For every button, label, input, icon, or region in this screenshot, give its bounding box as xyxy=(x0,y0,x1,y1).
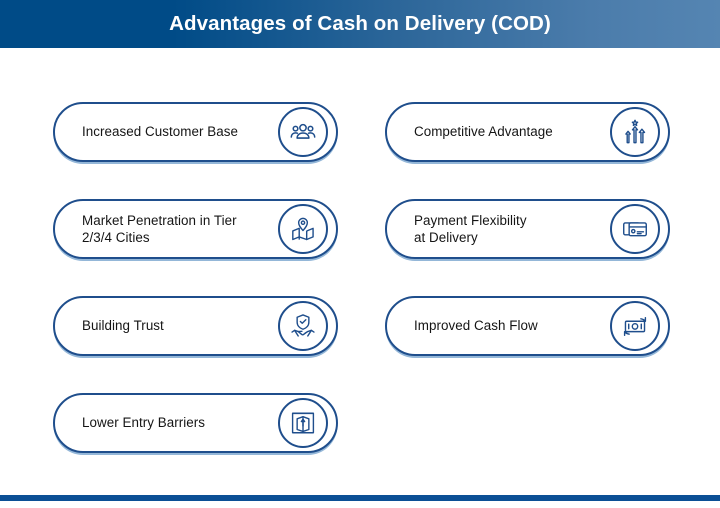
card-lower-entry-barriers[interactable]: Lower Entry Barriers xyxy=(53,393,338,453)
card-label: Lower Entry Barriers xyxy=(82,415,206,431)
open-door-icon xyxy=(278,398,328,448)
card-label: Market Penetration in Tier 2/3/4 Cities xyxy=(82,212,237,246)
card-label: Building Trust xyxy=(82,318,164,334)
credit-cards-icon xyxy=(610,204,660,254)
card-building-trust[interactable]: Building Trust xyxy=(53,296,338,356)
card-improved-cash-flow[interactable]: Improved Cash Flow xyxy=(385,296,670,356)
card-label: Payment Flexibility at Delivery xyxy=(414,212,527,246)
card-label: Competitive Advantage xyxy=(414,124,553,140)
card-payment-flexibility[interactable]: Payment Flexibility at Delivery xyxy=(385,199,670,259)
map-pin-icon xyxy=(278,204,328,254)
card-competitive-advantage[interactable]: Competitive Advantage xyxy=(385,102,670,162)
card-market-penetration[interactable]: Market Penetration in Tier 2/3/4 Cities xyxy=(53,199,338,259)
growth-arrows-icon xyxy=(610,107,660,157)
users-group-icon xyxy=(278,107,328,157)
card-label: Increased Customer Base xyxy=(82,124,238,140)
banknote-cycle-icon xyxy=(610,301,660,351)
advantages-card-grid: Increased Customer Base Market Penetrati… xyxy=(0,48,720,495)
page-title: Advantages of Cash on Delivery (COD) xyxy=(169,12,551,35)
header-banner: Advantages of Cash on Delivery (COD) xyxy=(0,0,720,48)
card-increased-customer-base[interactable]: Increased Customer Base xyxy=(53,102,338,162)
card-label: Improved Cash Flow xyxy=(414,318,538,334)
shield-handshake-icon xyxy=(278,301,328,351)
footer-accent-bar xyxy=(0,495,720,501)
